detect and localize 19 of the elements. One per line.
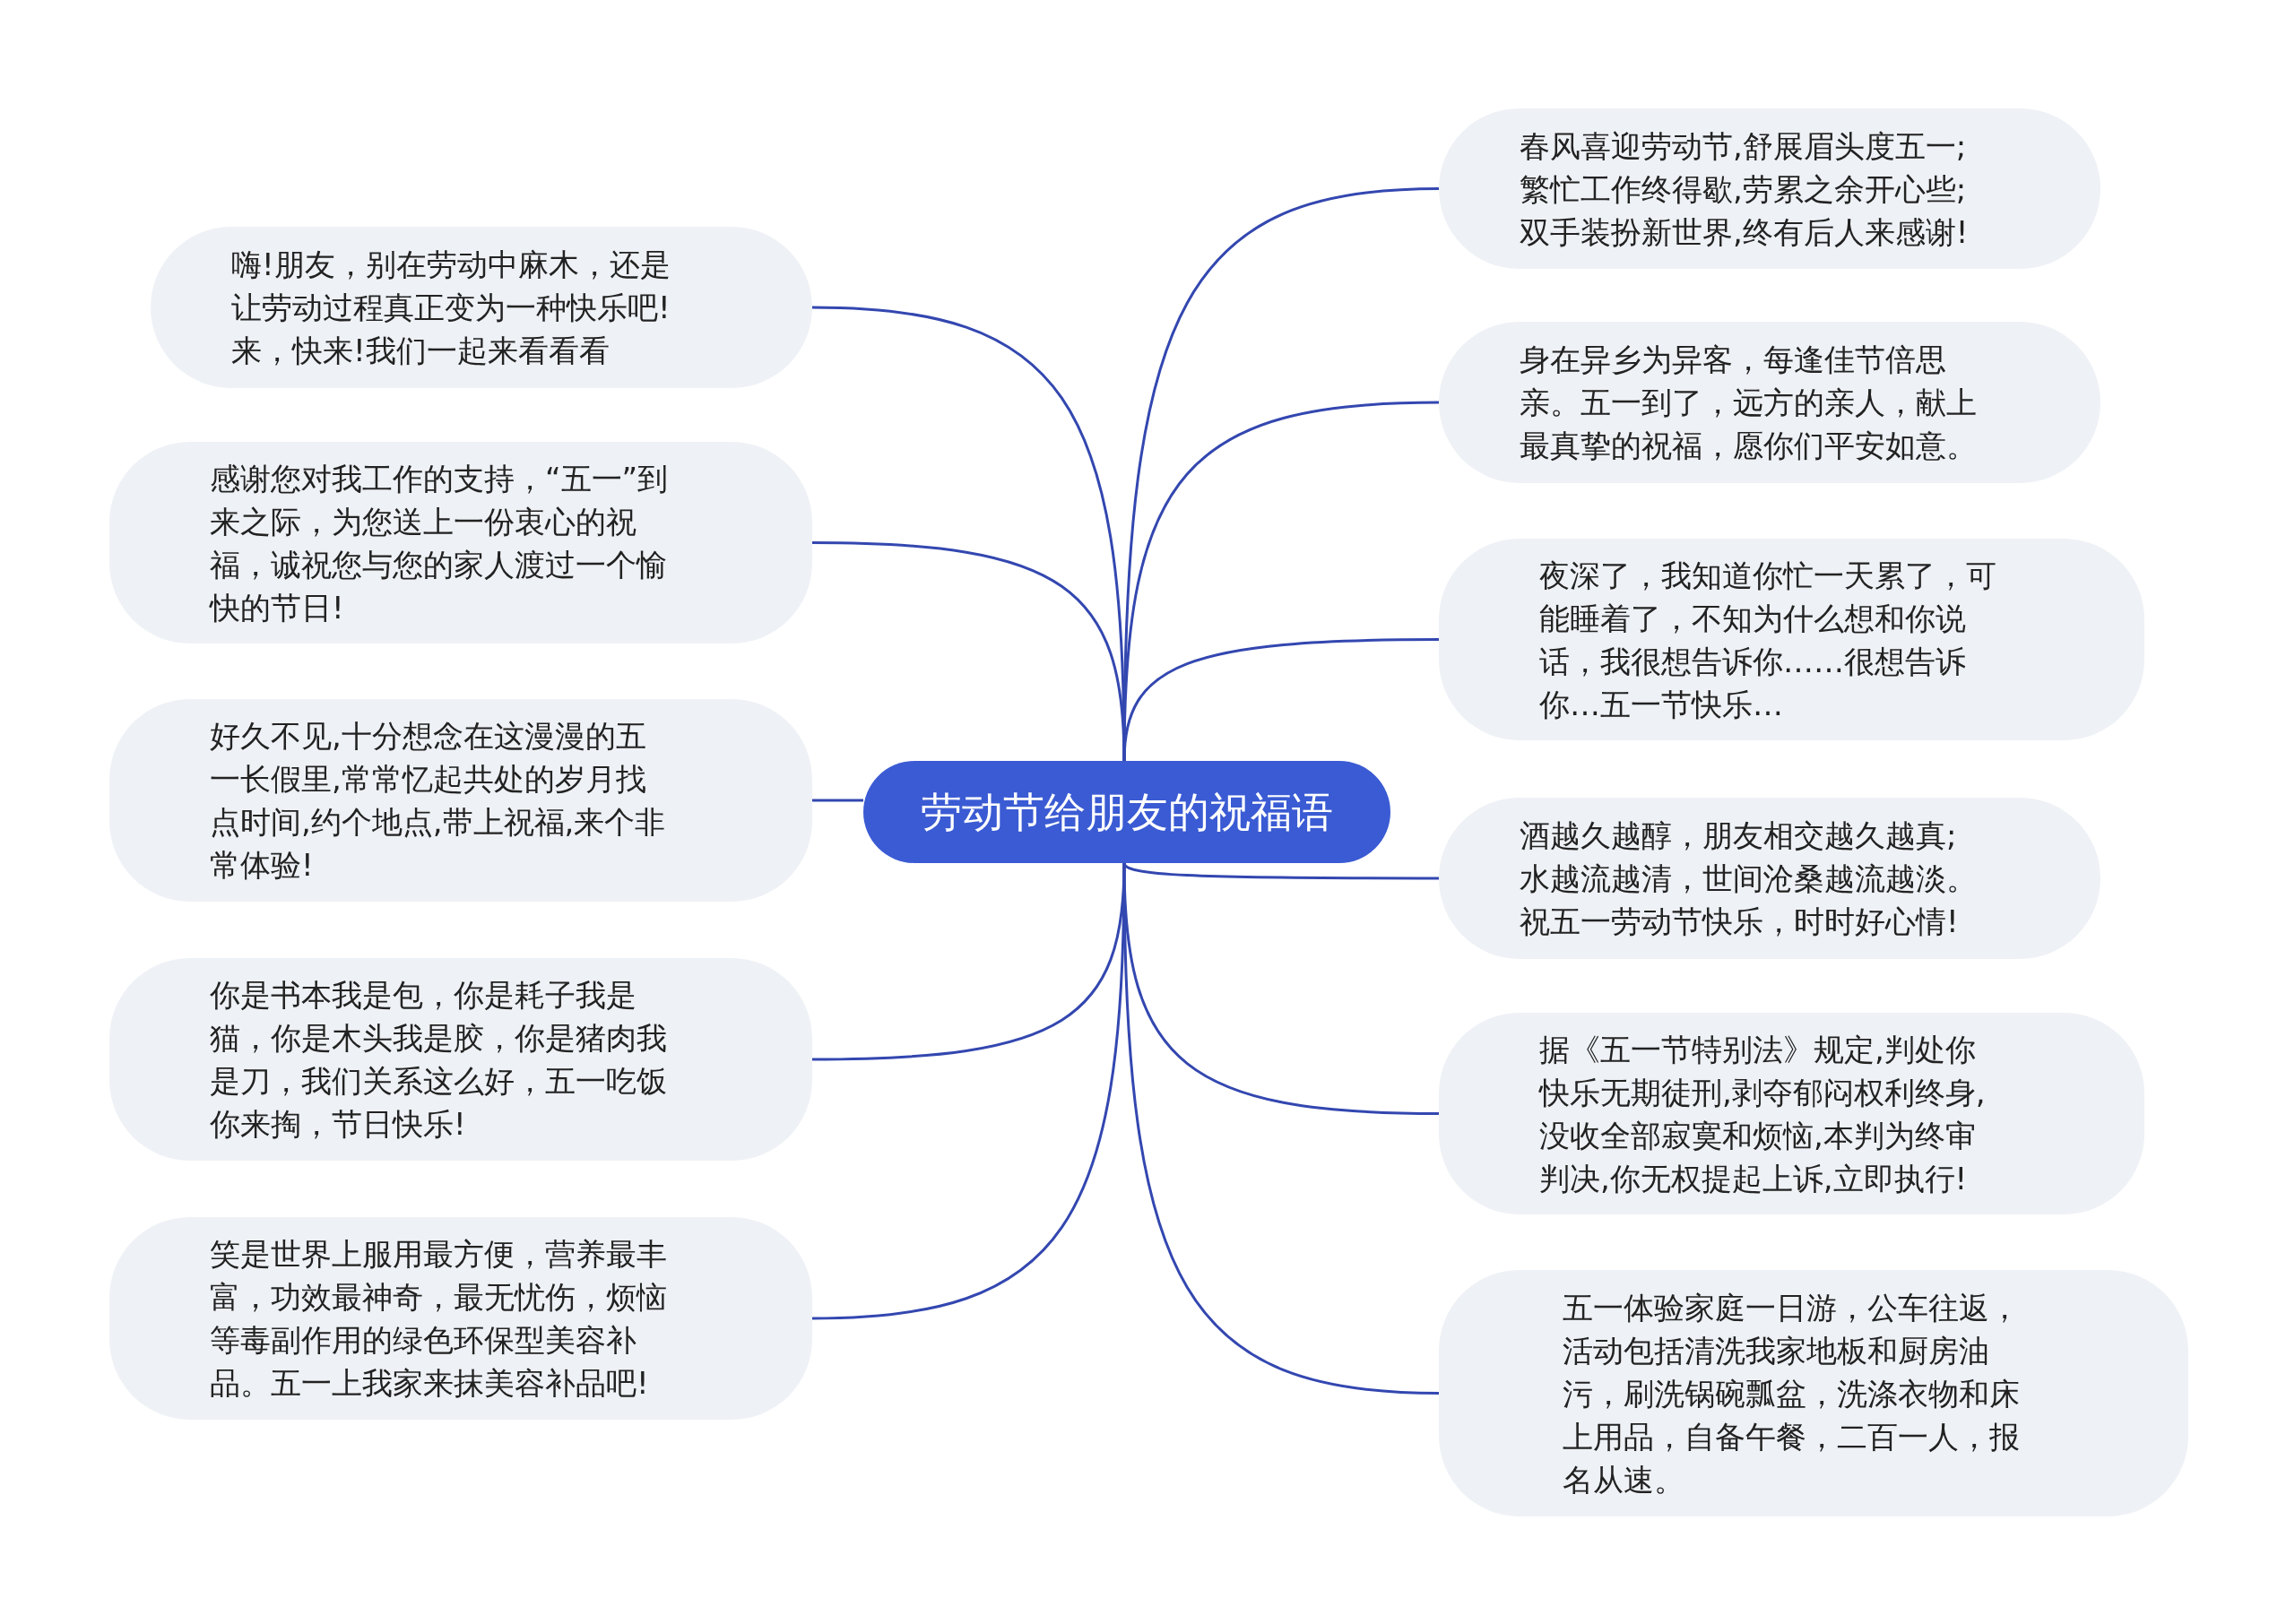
wish-text: 你是书本我是包，你是耗子我是猫，你是木头我是胶，你是猪肉我是刀，我们关系这么好，五一吃饭你来掏，节日快乐! xyxy=(210,976,668,1144)
wish-text: 据《五一节特别法》规定,判处你快乐无期徒刑,剥夺郁闷权利终身,没收全部寂寞和烦恼,本判为终审判决,你无权提起上诉,立即执行! xyxy=(1539,1030,1987,1198)
wish-text: 酒越久越醇，朋友相交越久越真;水越流越清，世间沧桑越流越淡。祝五一劳动节快乐，时时好心情! xyxy=(1520,816,1978,941)
wish-text: 感谢您对我工作的支持，“五一”到来之际，为您送上一份衷心的祝福，诚祝您与您的家人渡过一个愉快的节日! xyxy=(210,459,670,627)
wish-text: 好久不见,十分想念在这漫漫的五一长假里,常常忆起共处的岁月找点时间,约个地点,带上祝福,来个非常体验! xyxy=(210,717,667,885)
branch-line xyxy=(1122,638,1439,762)
branch-line xyxy=(811,862,1126,1320)
topic-bubble xyxy=(1439,1270,2188,1516)
branch-line xyxy=(1122,862,1440,1395)
wish-text: 身在异乡为异客，每逢佳节倍思亲。五一到了，远方的亲人，献上最真挚的祝福，愿你们平安如意。 xyxy=(1520,341,1978,465)
wish-text: 嗨!朋友，别在劳动中麻木，还是让劳动过程真正变为一种快乐吧!来，快来!我们一起来看看看 xyxy=(231,246,671,370)
branch-line xyxy=(1122,187,1440,761)
topic-title: 劳动节给朋友的祝福语 xyxy=(921,787,1333,837)
wish-text: 春风喜迎劳动节,舒展眉头度五一;繁忙工作终得歇,劳累之余开心些;双手装扮新世界,终有后人来感谢! xyxy=(1520,126,1970,252)
wish-text: 笑是世界上服用最方便，营养最丰富，功效最神奇，最无忧伤，烦恼等毒副作用的绿色环保型美容补品。五一上我家来抹美容补品吧! xyxy=(210,1235,668,1403)
wish-text: 五一体验家庭一日游，公车往返，活动包括清洗我家地板和厨房油污，刷洗锅碗瓢盆，洗涤衣物和床上用品，自备午餐，二百一人，报名从速。 xyxy=(1563,1288,2021,1499)
branch-line xyxy=(812,799,863,802)
wish-text: 夜深了，我知道你忙一天累了，可能睡着了，不知为什么想和你说话，我很想告诉你……很想告诉你…五一节快乐… xyxy=(1539,556,1997,724)
branch-line xyxy=(1122,401,1440,762)
